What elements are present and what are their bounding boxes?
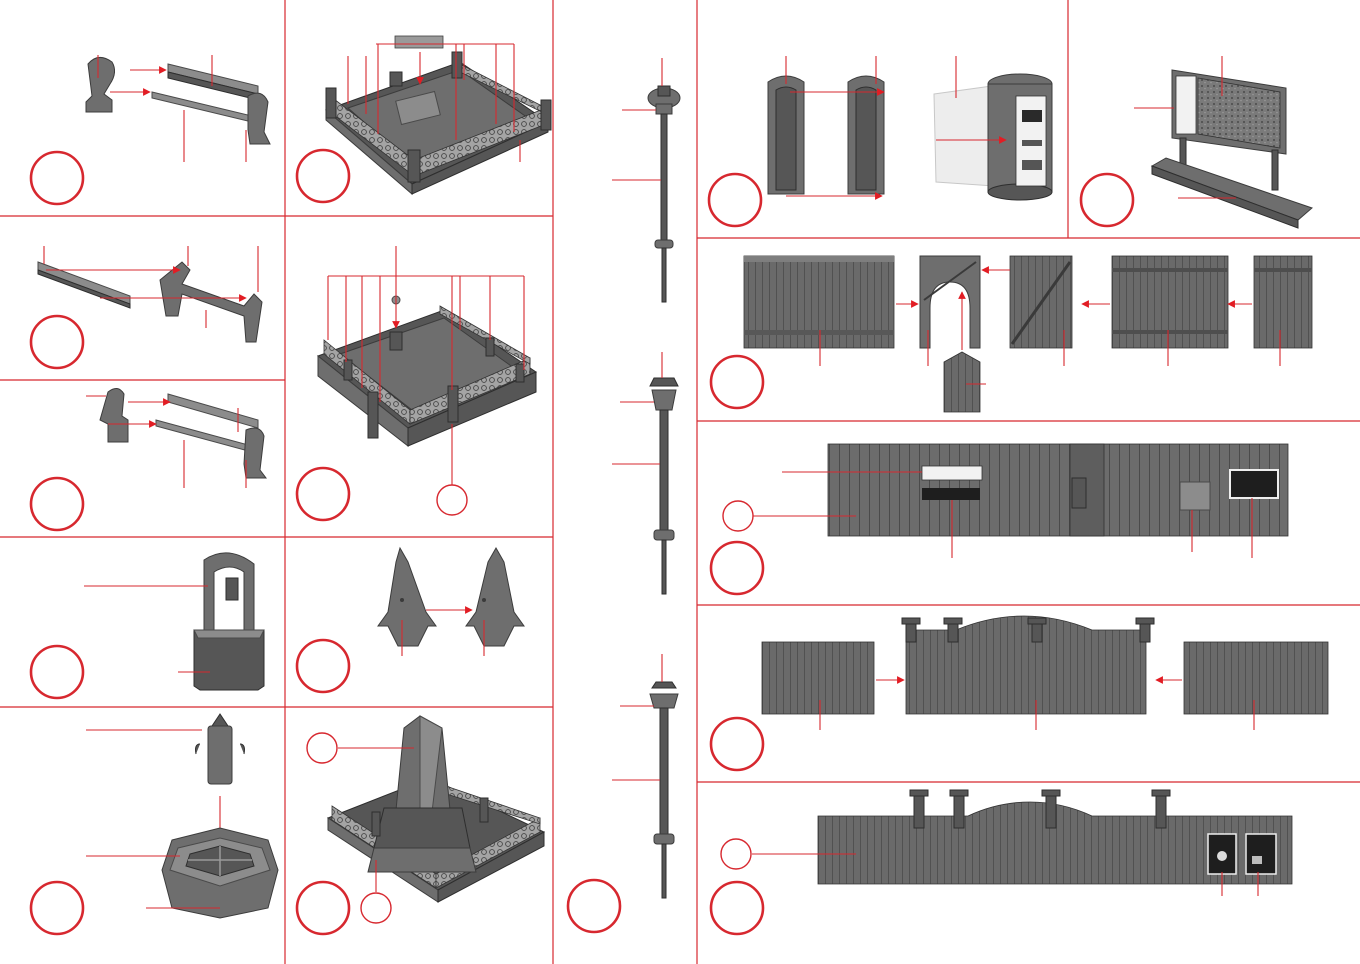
step-marker-circle — [31, 316, 83, 368]
step-marker-circle — [568, 880, 620, 932]
step-marker-circle — [31, 882, 83, 934]
step-marker-circle — [307, 733, 337, 763]
panel-monument — [297, 716, 544, 934]
panel-well — [31, 553, 264, 698]
step-marker-circle — [721, 839, 751, 869]
lamp-1 — [612, 58, 680, 302]
step-marker-circle — [297, 882, 349, 934]
step-marker-circle — [361, 893, 391, 923]
panel-advertising-column — [709, 56, 1052, 226]
step-marker-circle — [31, 478, 83, 530]
step-marker-circle — [31, 646, 83, 698]
step-marker-circle — [437, 485, 467, 515]
step-marker-circle — [711, 718, 763, 770]
panel-bench-c — [31, 388, 266, 530]
step-marker-circle — [711, 356, 763, 408]
step-marker-circle — [1081, 174, 1133, 226]
panel-hoarding — [711, 444, 1288, 594]
panel-plaza-fence — [297, 246, 536, 520]
step-marker-circle — [31, 152, 83, 204]
panel-lamps — [568, 58, 680, 932]
step-marker-circle — [297, 150, 349, 202]
panel-long-fence — [711, 790, 1292, 934]
step-marker-circle — [711, 882, 763, 934]
step-marker-circle — [711, 542, 763, 594]
panel-gate-pillars — [297, 548, 524, 692]
panel-bench-b — [31, 246, 262, 368]
panel-saloon-fence — [711, 616, 1328, 770]
panel-fence-gate — [711, 256, 1312, 412]
panel-plaza-lattice — [297, 36, 551, 202]
lamp-3 — [612, 654, 678, 898]
lamp-2 — [612, 352, 678, 594]
step-marker-circle — [297, 640, 349, 692]
panel-map-board — [1081, 56, 1312, 228]
step-marker-circle — [297, 468, 349, 520]
step-marker-circle — [709, 174, 761, 226]
step-marker-circle — [723, 501, 753, 531]
panel-fountain — [31, 714, 278, 934]
panel-bench-a — [31, 55, 270, 204]
